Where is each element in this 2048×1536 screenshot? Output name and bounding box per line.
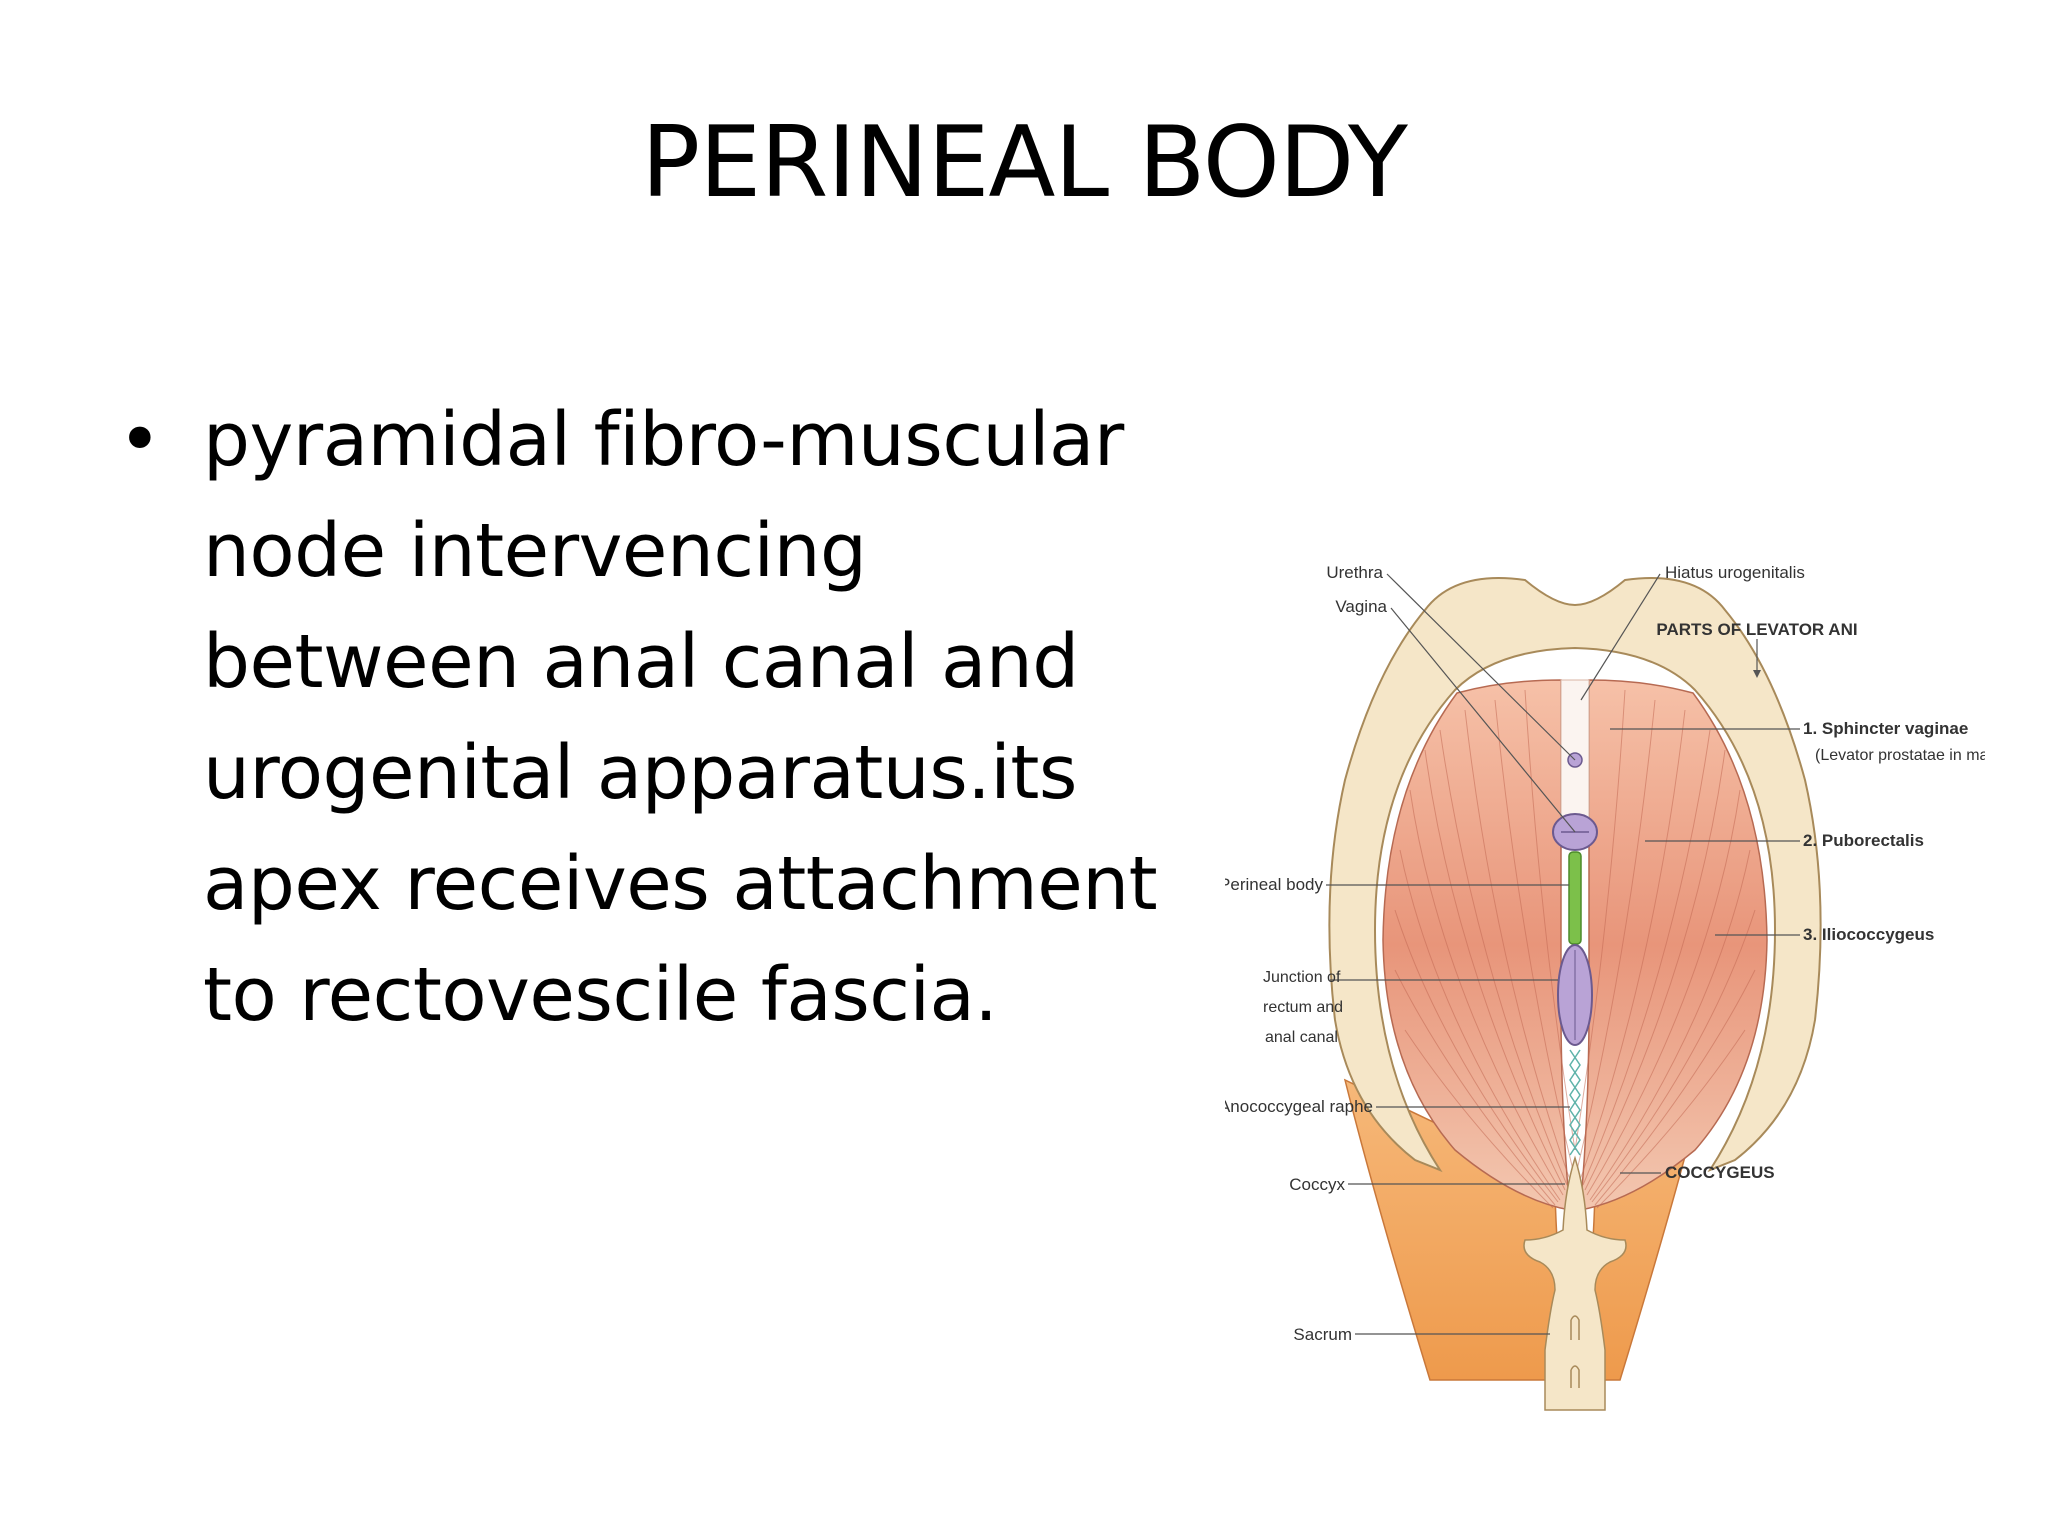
perineal-body-shape — [1568, 851, 1582, 945]
bullet-list: • pyramidal fibro-muscular node interven… — [118, 385, 1198, 1051]
bullet-dot-icon: • — [118, 397, 162, 483]
label-perineal-body: Perineal body — [1225, 875, 1323, 894]
bullet-item: • pyramidal fibro-muscular node interven… — [118, 385, 1198, 1051]
label-hiatus: Hiatus urogenitalis — [1665, 563, 1805, 582]
coccyx-sacrum-shape — [1523, 1155, 1627, 1411]
label-sphincter: 1. Sphincter vaginae — [1803, 719, 1968, 738]
label-junction-1: Junction of — [1263, 969, 1341, 986]
slide-title: PERINEAL BODY — [641, 106, 1408, 220]
label-puborectalis: 2. Puborectalis — [1803, 831, 1924, 850]
label-raphe: Anococcygeal raphe — [1225, 1097, 1373, 1116]
label-urethra: Urethra — [1326, 563, 1383, 582]
label-iliococcygeus: 3. Iliococcygeus — [1803, 925, 1934, 944]
label-coccygeus: COCCYGEUS — [1665, 1163, 1775, 1182]
levator-ani-muscle-shape — [1382, 679, 1571, 1211]
levator-ani-illustration: Urethra Vagina Hiatus urogenitalis PARTS… — [1225, 563, 1985, 1411]
label-junction-3: anal canal — [1265, 1029, 1338, 1046]
label-parts-heading: PARTS OF LEVATOR ANI — [1656, 620, 1857, 639]
anococcygeal-raphe-shape — [1569, 1049, 1581, 1156]
bullet-text: pyramidal fibro-muscular node intervenci… — [203, 397, 1158, 1038]
label-vagina: Vagina — [1335, 597, 1387, 616]
label-sphincter-note: (Levator prostatae in male) — [1815, 747, 1985, 764]
label-junction-2: rectum and — [1263, 999, 1343, 1016]
coccygeus-muscle-shape — [1343, 1078, 1571, 1381]
label-coccyx: Coccyx — [1289, 1175, 1345, 1194]
levator-ani-diagram: Urethra Vagina Hiatus urogenitalis PARTS… — [1225, 550, 1985, 1420]
pelvis-bone-shape — [1328, 577, 1822, 1173]
label-sacrum: Sacrum — [1293, 1325, 1352, 1344]
